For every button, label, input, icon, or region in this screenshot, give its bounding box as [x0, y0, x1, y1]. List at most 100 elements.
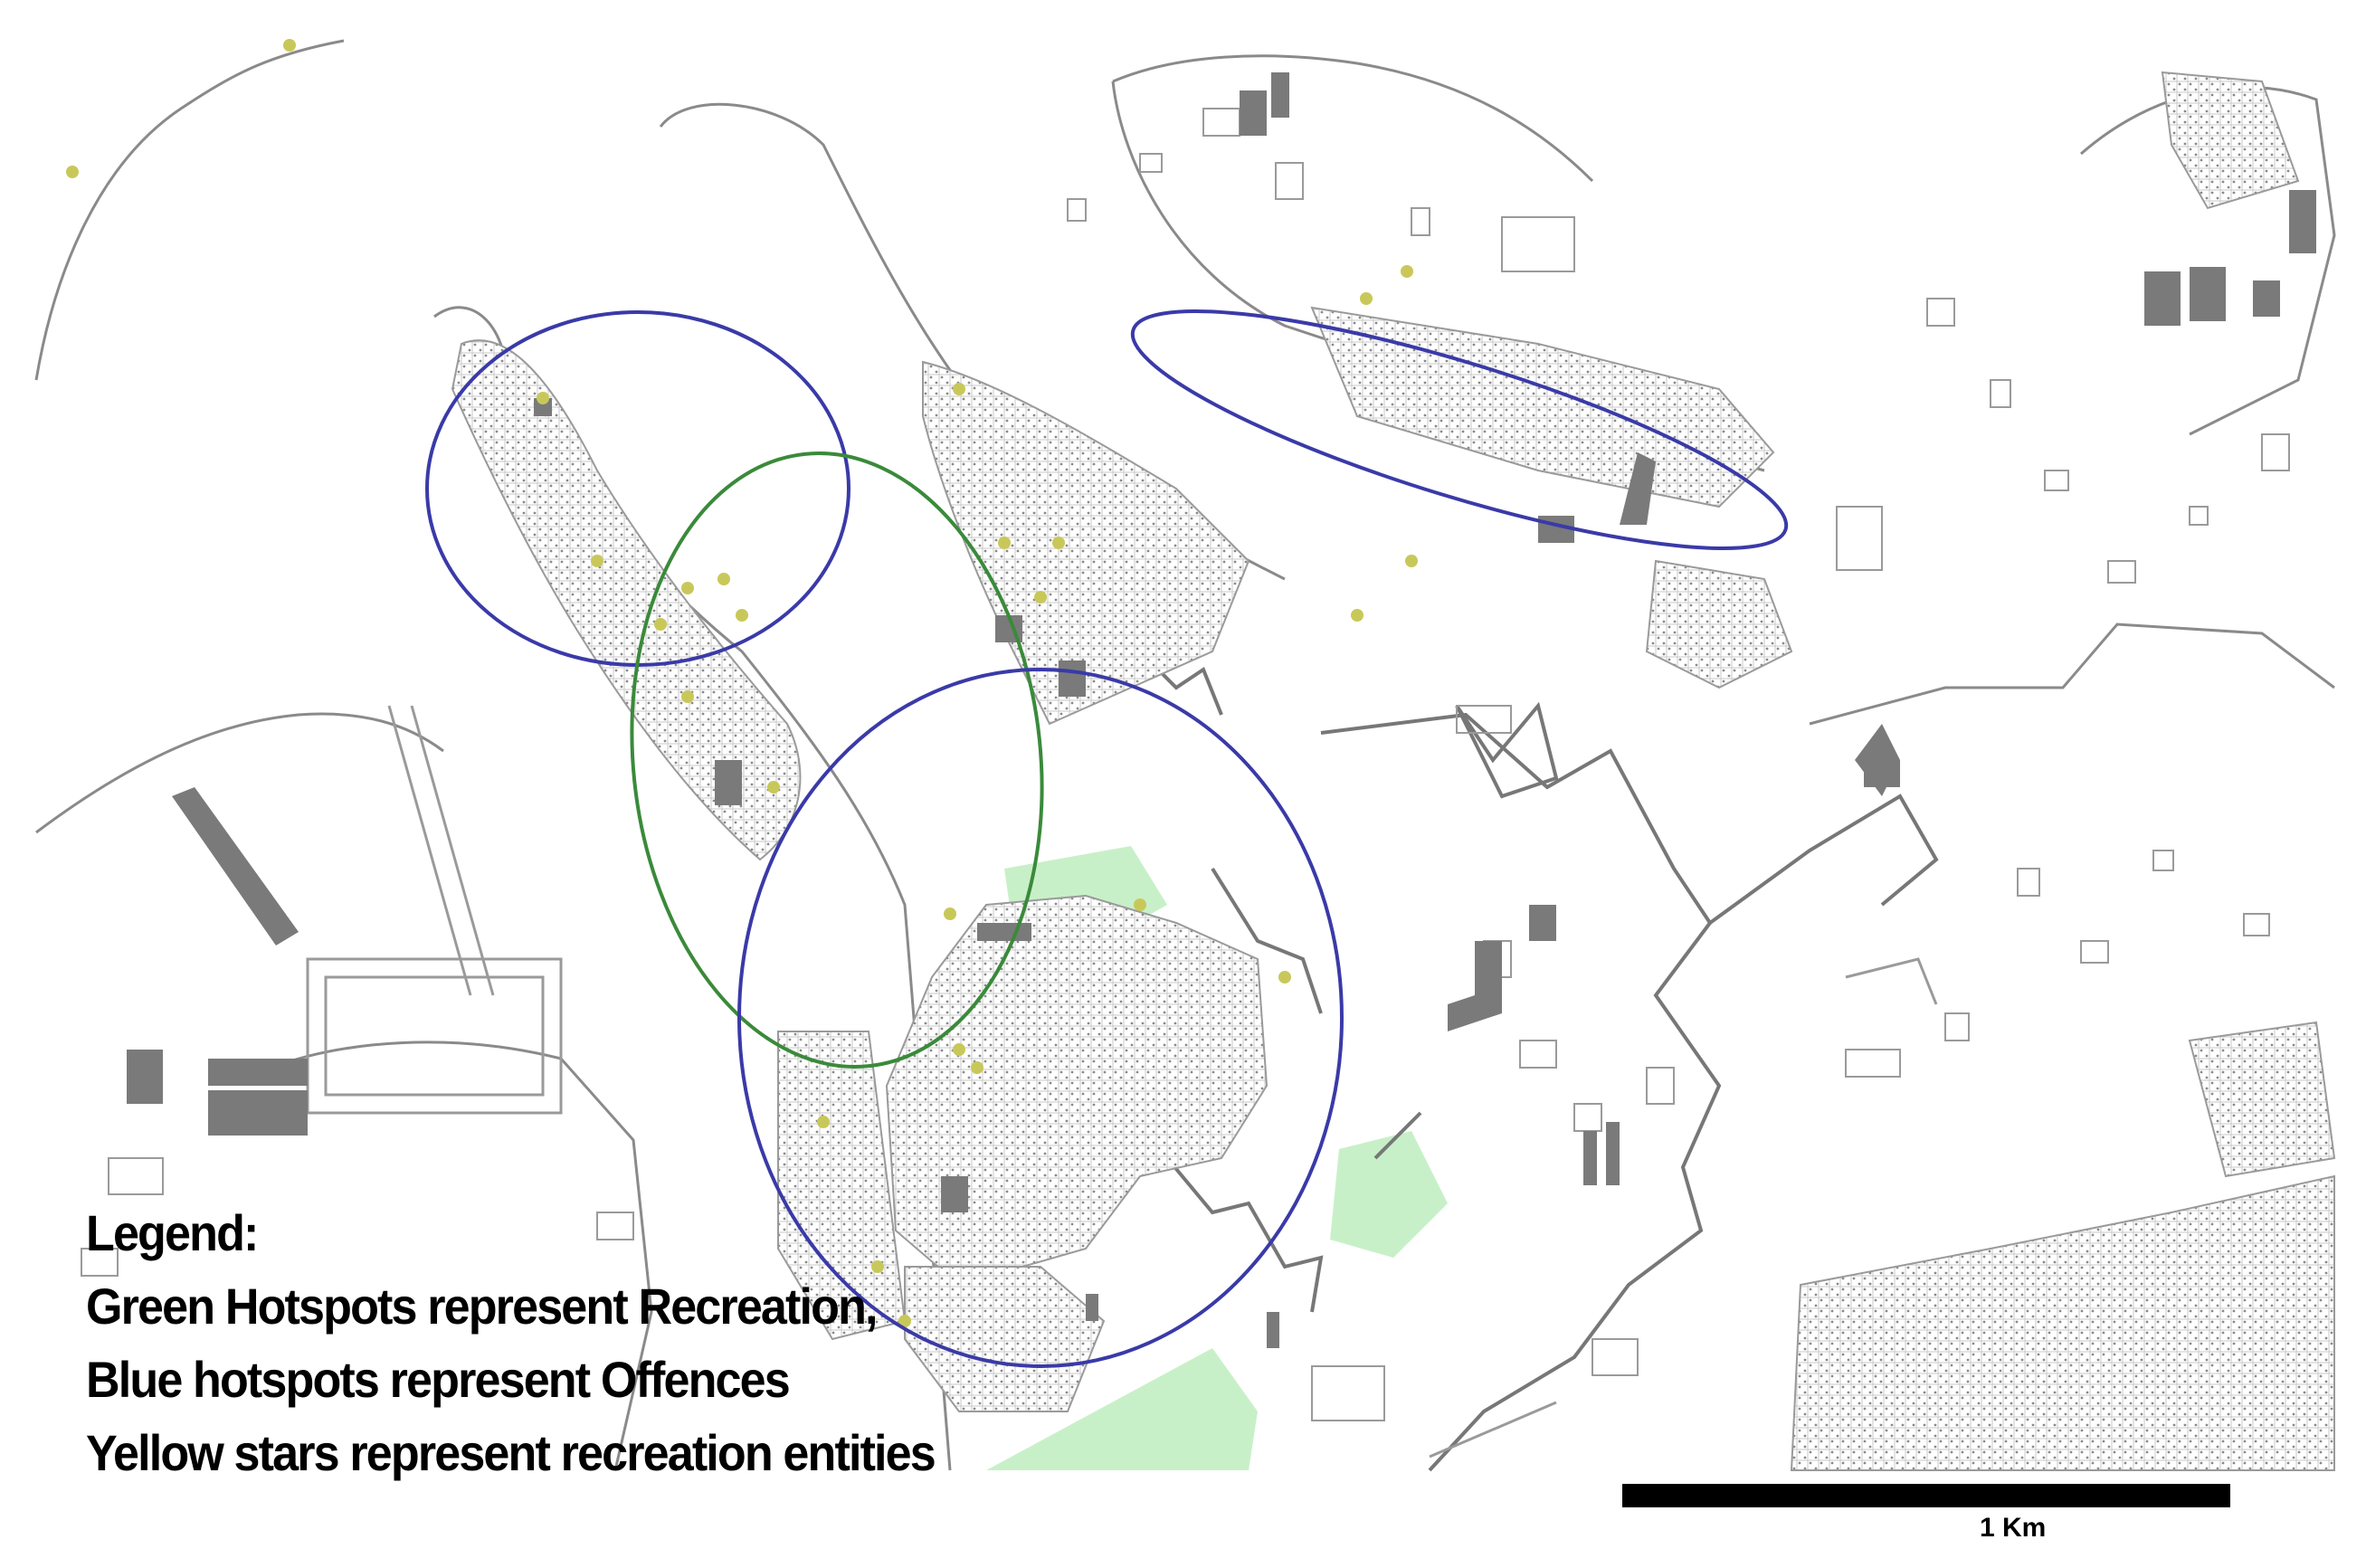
legend-line-offences: Blue hotspots represent Offences [86, 1351, 791, 1408]
building-solid [534, 398, 552, 416]
recreation-entity-star [898, 1315, 911, 1327]
building [1926, 298, 1955, 327]
fort-wall [1320, 712, 1722, 1472]
building-solid [1583, 1131, 1597, 1185]
offence-hotspot-northeast [1130, 309, 1789, 550]
quay [306, 957, 563, 1115]
quay [324, 975, 545, 1097]
urban-block [2161, 71, 2300, 210]
recreation-entity-star [1351, 609, 1364, 622]
urban-block [922, 360, 1250, 726]
coastline-west [35, 712, 444, 834]
legend-title: Legend: [86, 1204, 259, 1261]
building [1456, 705, 1512, 734]
recreation-entity-star [998, 537, 1011, 549]
building [2152, 850, 2174, 871]
building-solid [1271, 72, 1289, 118]
harbour-edge [1809, 622, 2335, 726]
building-solid [1267, 1312, 1279, 1348]
quay [410, 705, 495, 996]
fortification-walls [1094, 649, 1939, 1472]
recreation-hotspot [630, 451, 1044, 1069]
recreation-entity-star [1134, 898, 1146, 911]
offence-hotspot-south [737, 668, 1344, 1368]
building-solid [1620, 452, 1656, 525]
building [1411, 207, 1430, 236]
park-area [1330, 1131, 1448, 1258]
building-solid [941, 1176, 968, 1212]
building [1139, 153, 1163, 173]
recreation-entity-star [871, 1260, 884, 1273]
building [596, 1212, 634, 1240]
recreation-entity-star [736, 609, 748, 622]
building-solid [977, 923, 1031, 941]
recreation-entity-star [283, 39, 296, 52]
building [1311, 1365, 1385, 1421]
fort-wall [1455, 701, 1559, 799]
urban-block [885, 894, 1269, 1287]
building [1202, 108, 1240, 137]
recreation-entity-star [1034, 591, 1047, 603]
urban-block [1645, 559, 1793, 689]
building-solid [172, 787, 299, 946]
building [1836, 506, 1883, 571]
urban-block [2188, 1021, 2336, 1178]
building-solid [2190, 267, 2226, 321]
recreation-entity-star [537, 392, 549, 404]
urban-block [1790, 1174, 2335, 1471]
recreation-entity-star [1405, 555, 1418, 567]
building [1646, 1067, 1675, 1105]
recreation-entity-star [1360, 292, 1373, 305]
fort-wall [1373, 1111, 1422, 1160]
building-solid [1606, 1122, 1620, 1185]
legend-line-entities: Yellow stars represent recreation entiti… [86, 1424, 936, 1481]
building [1067, 198, 1087, 222]
recreation-entity-star [953, 1043, 965, 1056]
hotspots [425, 309, 1789, 1368]
quay [1429, 1401, 1557, 1459]
building [1990, 379, 2011, 408]
coastline-northwest [34, 39, 345, 381]
building [1501, 216, 1575, 272]
building-solid [127, 1050, 163, 1104]
solid-buildings [127, 72, 2316, 1348]
urban-block [904, 1266, 1106, 1412]
building [108, 1157, 164, 1195]
fort-wall [1708, 794, 1939, 925]
building-solid [1240, 90, 1267, 136]
recreation-entity-star [953, 383, 965, 395]
coastline [34, 39, 2336, 1471]
building [81, 1248, 119, 1277]
recreation-entity-star [1401, 265, 1413, 278]
building [1845, 1049, 1901, 1078]
scale-bar-label: 1 Km [1980, 1513, 2047, 1543]
building-outlines [81, 108, 2290, 1421]
building [2044, 470, 2069, 491]
recreation-entity-star [1278, 971, 1291, 984]
building-solid [1529, 905, 1556, 941]
legend-line-recreation: Green Hotspots represent Recreation, [86, 1278, 878, 1335]
building [1592, 1338, 1639, 1376]
building-solid [2144, 271, 2181, 326]
coastline-northeast [1112, 54, 1594, 183]
building [2080, 940, 2109, 964]
recreation-entity-star [1052, 537, 1065, 549]
urban-block [451, 339, 802, 861]
building [2017, 868, 2040, 897]
fort-wall [1211, 867, 1323, 1014]
scale-bar [1622, 1484, 2230, 1507]
legend: Legend: Green Hotspots represent Recreat… [86, 1196, 936, 1489]
building-solid [1059, 660, 1086, 697]
recreation-entities [66, 39, 1418, 1327]
recreation-entity-star [681, 690, 694, 703]
building [1573, 1103, 1602, 1132]
building [2107, 560, 2136, 584]
building [1944, 1012, 1970, 1041]
building-solid [1086, 1294, 1098, 1321]
quays [306, 705, 1938, 1459]
building [2189, 506, 2209, 526]
recreation-entity-star [591, 555, 603, 567]
recreation-entity-star [654, 618, 667, 631]
building-solid [1448, 941, 1502, 1031]
